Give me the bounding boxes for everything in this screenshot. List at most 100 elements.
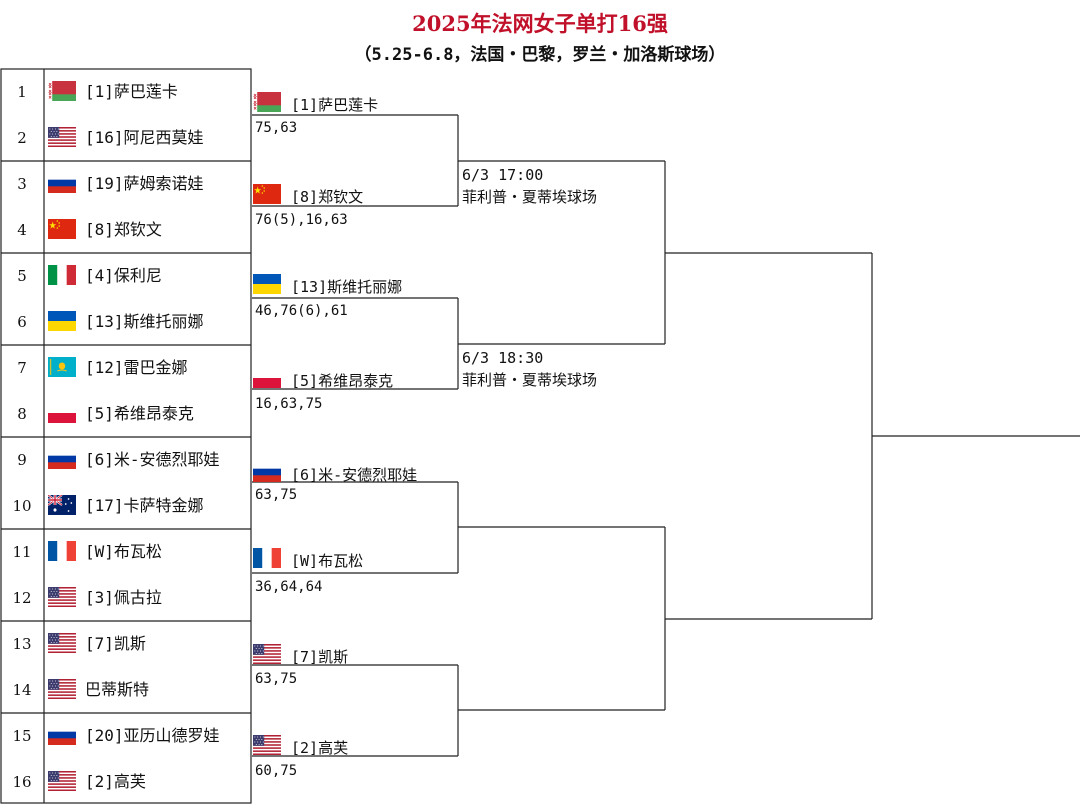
draw-row: 13 [7]凯斯 <box>0 621 252 667</box>
draw-position: 4 <box>17 221 27 239</box>
match-time: 6/3 17:00 <box>462 166 544 184</box>
draw-row: 15 [20]亚历山德罗娃 <box>0 713 252 759</box>
qf-player-name: [6]米-安德烈耶娃 <box>291 466 418 484</box>
player-name: [3]佩古拉 <box>85 588 162 607</box>
match-score: 46,76(6),61 <box>255 303 348 319</box>
player-name: [19]萨姆索诺娃 <box>85 174 204 193</box>
ukraine-flag-icon <box>48 311 76 331</box>
player-name: [W]布瓦松 <box>85 542 162 561</box>
draw-row: 3 [19]萨姆索诺娃 <box>0 161 252 207</box>
draw-row: 5 [4]保利尼 <box>0 253 252 299</box>
player-name: [4]保利尼 <box>85 266 162 285</box>
usa-flag-icon <box>253 735 281 755</box>
match-time: 6/3 18:30 <box>462 349 544 367</box>
china-flag-icon <box>253 184 281 204</box>
draw-row: 12 [3]佩古拉 <box>0 575 252 621</box>
draw-position: 16 <box>12 773 32 791</box>
qf-player-name: [5]希维昂泰克 <box>291 372 394 390</box>
player-name: [13]斯维托丽娜 <box>85 312 204 331</box>
usa-flag-icon <box>48 679 76 699</box>
poland-flag-icon <box>48 403 76 423</box>
belarus-flag-icon <box>253 92 281 112</box>
match-score: 16,63,75 <box>255 396 323 412</box>
draw-row: 4 [8]郑钦文 <box>0 207 252 253</box>
ukraine-flag-icon <box>253 274 281 294</box>
match-court: 菲利普・夏蒂埃球场 <box>462 371 598 389</box>
qf-player: [7]凯斯 <box>253 644 463 666</box>
qf-player-name: [1]萨巴莲卡 <box>291 96 379 114</box>
usa-flag-icon <box>48 771 76 791</box>
qf-player: [13]斯维托丽娜 <box>253 274 463 296</box>
draw-row: 6 [13]斯维托丽娜 <box>0 299 252 345</box>
usa-flag-icon <box>48 633 76 653</box>
player-name: [7]凯斯 <box>85 634 146 653</box>
player-name: [5]希维昂泰克 <box>85 404 194 423</box>
player-name: [20]亚历山德罗娃 <box>85 726 220 745</box>
poland-flag-icon <box>253 368 281 388</box>
draw-position: 15 <box>12 727 32 745</box>
draw-position: 7 <box>17 359 27 377</box>
qf-player: [2]高芙 <box>253 735 463 757</box>
china-flag-icon <box>48 219 76 239</box>
qf-player-name: [13]斯维托丽娜 <box>291 278 403 296</box>
qf-player: [5]希维昂泰克 <box>253 368 463 390</box>
usa-flag-icon <box>253 644 281 664</box>
draw-position: 14 <box>12 681 32 699</box>
qf-player: [8]郑钦文 <box>253 184 463 206</box>
qf-player: [6]米-安德烈耶娃 <box>253 462 463 484</box>
qf-player: [1]萨巴莲卡 <box>253 92 463 114</box>
draw-row: 16 [2]高芙 <box>0 759 252 805</box>
player-name: [12]雷巴金娜 <box>85 358 188 377</box>
draw-row: 2 [16]阿尼西莫娃 <box>0 115 252 161</box>
draw-position: 10 <box>12 497 32 515</box>
qf-match-info: 6/3 18:30 菲利普・夏蒂埃球场 <box>462 347 597 391</box>
kazakhstan-flag-icon <box>48 357 76 377</box>
draw-position: 6 <box>17 313 27 331</box>
page-subtitle: （5.25-6.8，法国・巴黎，罗兰・加洛斯球场） <box>354 45 726 65</box>
draw-row: 10 [17]卡萨特金娜 <box>0 483 252 529</box>
match-score: 63,75 <box>255 671 298 687</box>
italy-flag-icon <box>48 265 76 285</box>
qf-player: [W]布瓦松 <box>253 548 463 570</box>
player-name: [17]卡萨特金娜 <box>85 496 204 515</box>
draw-row: 1 [1]萨巴莲卡 <box>0 69 252 115</box>
qf-player-name: [2]高芙 <box>291 739 349 757</box>
qf-player-name: [W]布瓦松 <box>291 552 364 570</box>
australia-flag-icon <box>48 495 76 515</box>
match-score: 75,63 <box>255 120 298 136</box>
draw-position: 8 <box>17 405 27 423</box>
match-score: 36,64,64 <box>255 579 323 595</box>
france-flag-icon <box>253 548 281 568</box>
match-court: 菲利普・夏蒂埃球场 <box>462 188 598 206</box>
match-score: 76(5),16,63 <box>255 212 348 228</box>
player-name: [2]高芙 <box>85 772 146 791</box>
qf-match-info: 6/3 17:00 菲利普・夏蒂埃球场 <box>462 164 597 208</box>
draw-position: 13 <box>12 635 32 653</box>
player-name: [6]米-安德烈耶娃 <box>85 450 220 469</box>
match-score: 63,75 <box>255 487 298 503</box>
player-name: [16]阿尼西莫娃 <box>85 128 204 147</box>
russia-flag-icon <box>48 173 76 193</box>
draw-position: 5 <box>17 267 27 285</box>
draw-position: 12 <box>12 589 32 607</box>
usa-flag-icon <box>48 587 76 607</box>
draw-table-border <box>0 68 252 804</box>
draw-row: 11 [W]布瓦松 <box>0 529 252 575</box>
match-score: 60,75 <box>255 763 298 779</box>
draw-position: 3 <box>17 175 27 193</box>
draw-row: 8 [5]希维昂泰克 <box>0 391 252 437</box>
russia-flag-icon <box>48 725 76 745</box>
france-flag-icon <box>48 541 76 561</box>
draw-position: 9 <box>17 451 27 469</box>
qf-player-name: [7]凯斯 <box>291 648 349 666</box>
draw-row: 9 [6]米-安德烈耶娃 <box>0 437 252 483</box>
usa-flag-icon <box>48 127 76 147</box>
russia-flag-icon <box>253 462 281 482</box>
page-title: 2025年法网女子单打16强 <box>412 11 668 36</box>
russia-flag-icon <box>48 449 76 469</box>
player-name: 巴蒂斯特 <box>85 680 150 699</box>
player-name: [1]萨巴莲卡 <box>85 82 178 101</box>
player-name: [8]郑钦文 <box>85 220 162 239</box>
draw-position: 1 <box>17 83 27 101</box>
